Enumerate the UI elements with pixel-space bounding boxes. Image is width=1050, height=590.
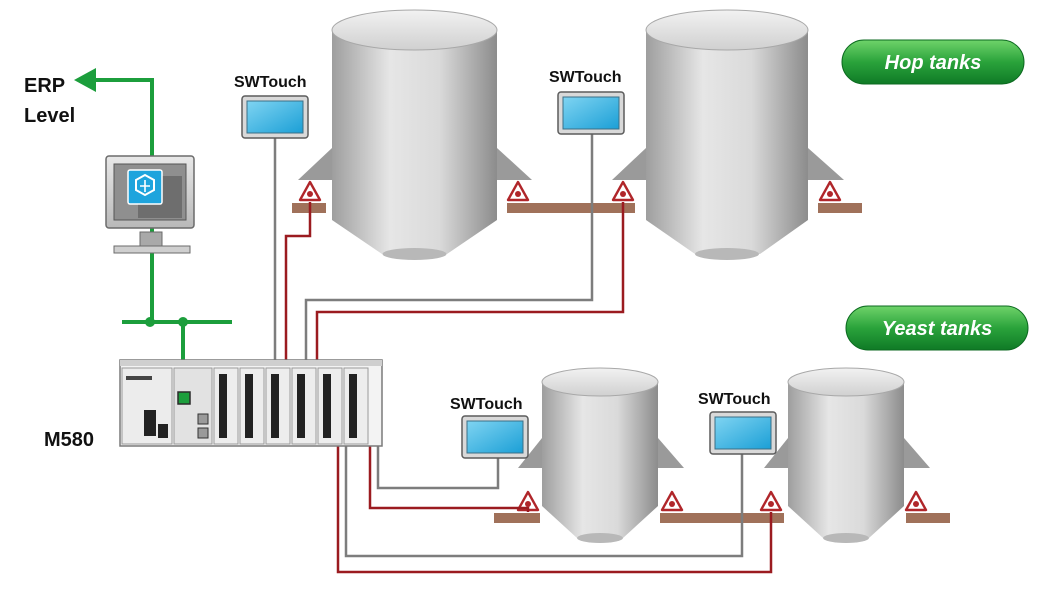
yeast-tanks-label: Yeast tanks bbox=[882, 318, 992, 340]
m580-controller bbox=[119, 359, 383, 447]
scada-workstation bbox=[105, 155, 195, 254]
controller-label: M580 bbox=[44, 429, 94, 451]
swtouch-panel-3: SWTouch bbox=[450, 396, 529, 459]
loadcell-cables bbox=[284, 202, 773, 574]
support-beam bbox=[818, 203, 862, 213]
support-beam bbox=[494, 513, 540, 523]
swtouch-panel-1: SWTouch bbox=[234, 74, 309, 139]
erp-arrow-icon bbox=[74, 68, 96, 92]
yeast-tank-1 bbox=[518, 367, 684, 543]
load-cell-icon bbox=[660, 490, 684, 512]
load-cell-icon bbox=[759, 490, 783, 512]
support-beam bbox=[906, 513, 950, 523]
hop-tank-1 bbox=[298, 9, 532, 260]
support-beam bbox=[507, 203, 635, 213]
hop-tanks-badge: Hop tanks bbox=[841, 39, 1025, 85]
panel-label: SWTouch bbox=[698, 391, 771, 408]
load-cell-icon bbox=[904, 490, 928, 512]
yeast-tanks-badge: Yeast tanks bbox=[845, 305, 1029, 351]
load-cell-icon bbox=[298, 180, 322, 202]
swtouch-panel-4: SWTouch bbox=[698, 391, 777, 455]
erp-label-line2: Level bbox=[24, 105, 75, 127]
support-beam bbox=[660, 513, 784, 523]
panel-label: SWTouch bbox=[234, 74, 307, 91]
panel-label: SWTouch bbox=[450, 396, 523, 413]
load-cell-icon bbox=[818, 180, 842, 202]
load-cell-icon bbox=[611, 180, 635, 202]
network-junction bbox=[145, 317, 155, 327]
scada-logo-icon bbox=[127, 169, 163, 205]
yeast-tank-2 bbox=[764, 367, 930, 543]
network-junction bbox=[178, 317, 188, 327]
swtouch-panel-2: SWTouch bbox=[549, 69, 625, 135]
erp-label-line1: ERP bbox=[24, 75, 65, 97]
panel-label: SWTouch bbox=[549, 69, 622, 86]
hop-tanks-label: Hop tanks bbox=[885, 52, 982, 74]
hop-tank-2 bbox=[612, 9, 844, 260]
load-cell-icon bbox=[506, 180, 530, 202]
